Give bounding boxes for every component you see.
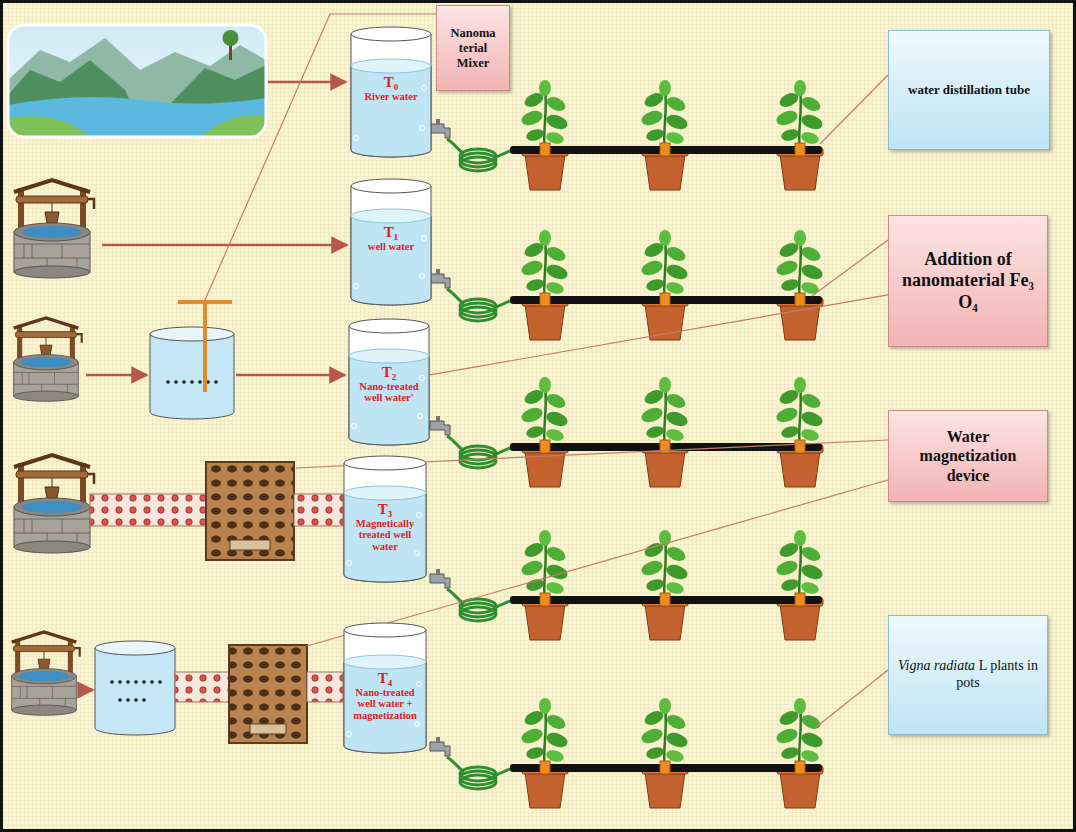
wells — [12, 180, 94, 715]
tank-water — [344, 662, 426, 753]
tank-body — [344, 463, 426, 582]
tank-label: Nano-treated well water + magnetization — [346, 687, 424, 722]
label-box: Nanoma terial Mixer — [436, 5, 510, 91]
treatment-code: T₀ — [353, 74, 429, 91]
bubble — [420, 126, 425, 131]
box-label: Nanoma terial Mixer — [445, 26, 501, 71]
text-run: Vigna radiata — [898, 658, 975, 673]
bubble — [418, 414, 423, 419]
tank-water — [351, 66, 431, 157]
bubble — [422, 86, 427, 91]
tank-water — [344, 493, 426, 582]
image-frame — [8, 25, 266, 137]
tank-body — [349, 326, 429, 445]
pre-treatment-tank — [95, 641, 175, 735]
tank-label: well water — [353, 241, 429, 253]
label-box: Addition of nanomaterial Fe₃ O₄ — [888, 215, 1048, 347]
tank-body — [344, 630, 426, 753]
water-surface — [349, 349, 429, 363]
water-surface — [351, 59, 431, 73]
label-box: Vigna radiata L plants in pots — [888, 615, 1048, 735]
treatment-code: T₄ — [346, 670, 424, 687]
water-tank: T₁well water — [350, 178, 432, 306]
tank-label: Magnetically treated well water — [346, 518, 424, 553]
water-tank: T₄Nano-treated well water + magnetizatio… — [343, 622, 427, 754]
flow-arrows — [80, 82, 347, 690]
water-surface — [351, 209, 431, 223]
water-tank: T₃Magnetically treated well water — [343, 455, 427, 583]
bubble — [415, 722, 420, 727]
label-box: Water magnetization device — [888, 410, 1048, 502]
tank-top — [351, 27, 431, 41]
tank-top — [344, 456, 426, 470]
tank-top — [351, 179, 431, 193]
tank-label: Nano-treated well water' — [351, 381, 427, 404]
bubble — [352, 424, 357, 429]
water-surface — [344, 486, 426, 500]
tank-top — [344, 623, 426, 637]
leader-line — [430, 295, 888, 375]
treatment-code: T₂ — [351, 364, 427, 381]
bubble — [415, 551, 420, 556]
mixer-tank — [150, 302, 234, 419]
tank-top — [349, 319, 429, 333]
label-box: water distillation tube — [888, 30, 1050, 150]
bubble — [420, 274, 425, 279]
tank-label: River water — [353, 91, 429, 103]
treatment-code: T₃ — [346, 501, 424, 518]
bubble — [347, 732, 352, 737]
bubble — [354, 284, 359, 289]
bubble — [417, 682, 422, 687]
tank-water — [349, 356, 429, 445]
leader-lines — [205, 14, 888, 728]
bubble — [354, 136, 359, 141]
box-label: water distillation tube — [908, 82, 1030, 98]
box-label: Water magnetization device — [897, 427, 1039, 485]
tank-body — [351, 34, 431, 157]
water-surface — [344, 655, 426, 669]
bubble — [417, 513, 422, 518]
magnetization-device — [90, 462, 343, 743]
treatment-code: T₁ — [353, 224, 429, 241]
box-label: Vigna radiata L plants in pots — [897, 658, 1039, 692]
tank-body — [351, 186, 431, 305]
water-tank: T₀River water — [350, 26, 432, 158]
bubble — [422, 236, 427, 241]
tank-water — [351, 216, 431, 305]
bubble — [347, 561, 352, 566]
box-label: Addition of nanomaterial Fe₃ O₄ — [897, 249, 1039, 314]
bubble — [420, 376, 425, 381]
river-landscape — [8, 25, 266, 137]
irrigation-rows — [430, 80, 825, 808]
water-tank: T₂Nano-treated well water' — [348, 318, 430, 446]
